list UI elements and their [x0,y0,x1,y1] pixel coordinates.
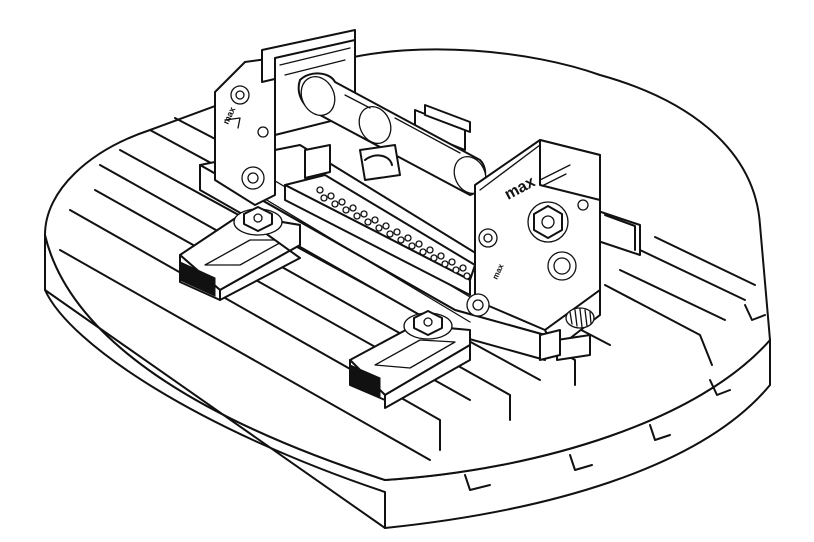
scale-hole [408,242,416,250]
scale-hole [437,252,445,260]
scale-hole [364,218,372,226]
scale-hole [393,228,401,236]
scale-hole [448,258,456,266]
scale-hole [375,224,383,232]
scale-hole [342,206,350,214]
scale-hole [419,248,427,256]
scale-hole [459,264,467,272]
scale-hole [316,186,324,194]
scale-hole [360,210,368,218]
scale-hole [320,194,328,202]
scale-hole [404,234,412,242]
scale-hole [338,198,346,206]
scale-hole [415,240,423,248]
left-jaw-side-plate [214,57,276,206]
left-clamp [179,206,301,301]
scale-hole [331,200,339,208]
scale-hole [397,236,405,244]
rear-rail [414,104,641,256]
scale-hole [371,216,379,224]
front-clamp [349,310,471,409]
left-jaw-bolt-top [230,85,250,105]
scale-bar [284,174,476,296]
front-clamp-nut [413,310,443,336]
scale-hole [327,192,335,200]
scale-hole [382,222,390,230]
scale-hole [426,246,434,254]
left-clamp-nut [243,206,273,232]
base-front [199,164,546,361]
scale-hole [441,260,449,268]
right-jaw-round-cap [547,251,577,281]
scale-holes [316,186,471,280]
table-front-edge [44,289,386,529]
scale-hole [463,272,471,280]
scale-hole [386,230,394,238]
scale-hole [349,204,357,212]
scale-hole [452,266,460,274]
vise-feet [304,144,561,361]
scale-hole [353,212,361,220]
scale-hole [430,254,438,262]
left-jaw-bolt-bottom [241,166,265,190]
